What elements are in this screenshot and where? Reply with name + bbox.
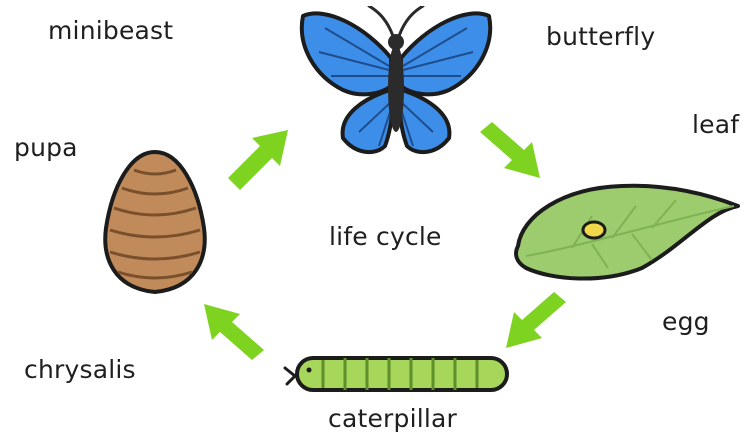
caterpillar-icon — [283, 346, 513, 396]
cycle-arrow-icon — [500, 290, 572, 356]
cycle-arrow-icon — [222, 124, 294, 190]
label-life-cycle: life cycle — [329, 222, 442, 251]
label-butterfly: butterfly — [546, 22, 655, 51]
label-leaf: leaf — [692, 110, 739, 139]
leaf-with-egg-icon — [512, 176, 742, 286]
label-egg: egg — [662, 307, 710, 336]
label-caterpillar: caterpillar — [328, 404, 457, 433]
butterfly-icon — [295, 6, 495, 166]
label-minibeast: minibeast — [48, 16, 173, 45]
pupa-icon — [100, 148, 210, 298]
label-pupa: pupa — [14, 133, 78, 162]
cycle-arrow-icon — [198, 296, 270, 362]
cycle-arrow-icon — [474, 120, 546, 186]
label-chrysalis: chrysalis — [24, 355, 136, 384]
